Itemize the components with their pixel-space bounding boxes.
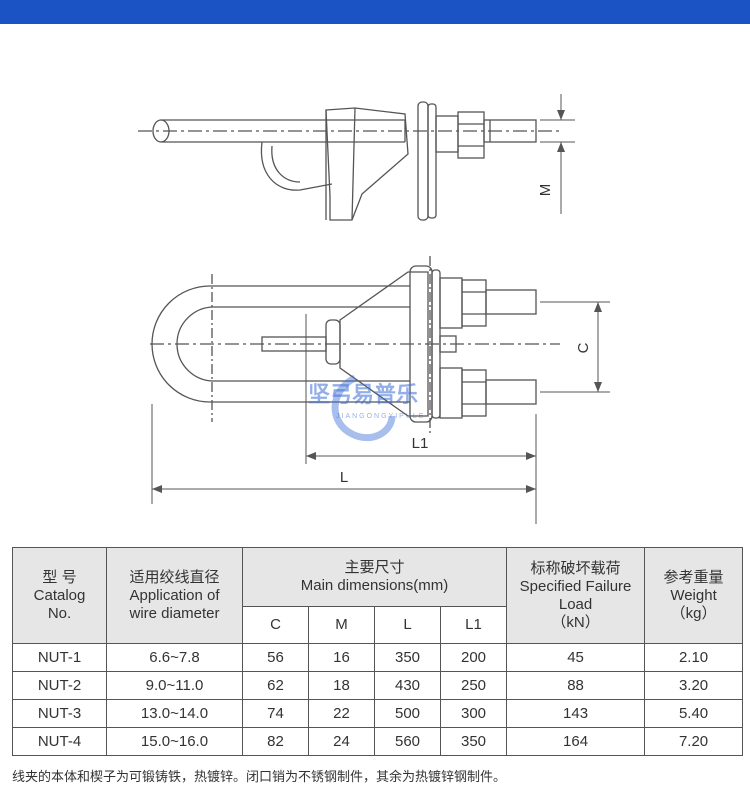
cell-model: NUT-4 — [12, 727, 107, 756]
cell-weight: 3.20 — [644, 671, 744, 700]
watermark-text: 坚弓易普乐 — [308, 382, 418, 407]
cell-c: 74 — [242, 699, 309, 728]
cell-load: 143 — [506, 699, 646, 728]
table-row: NUT-4 15.0~16.0 82 24 560 350 164 7.20 — [12, 727, 744, 756]
spec-table: 型 号 Catalog No. 适用绞线直径 Application of wi… — [12, 547, 744, 756]
plan-view — [150, 256, 610, 524]
header-load: 标称破坏载荷 Specified Failure Load （kN） — [506, 547, 646, 644]
dim-label-m: M — [537, 184, 554, 197]
cell-c: 82 — [242, 727, 309, 756]
table-row: NUT-3 13.0~14.0 74 22 500 300 143 5.40 — [12, 699, 744, 728]
header-diameter: 适用绞线直径 Application of wire diameter — [106, 547, 243, 644]
cell-model: NUT-1 — [12, 643, 107, 672]
cell-weight: 7.20 — [644, 727, 744, 756]
dim-label-l1: L1 — [412, 435, 429, 452]
watermark-subtext: JIANGONGYIPULE — [336, 413, 425, 420]
cell-diameter: 9.0~11.0 — [106, 671, 243, 700]
cell-weight: 2.10 — [644, 643, 744, 672]
cell-l1: 300 — [439, 699, 508, 728]
table-row: NUT-2 9.0~11.0 62 18 430 250 88 3.20 — [12, 671, 744, 700]
header-c: C — [242, 606, 309, 644]
cell-l: 430 — [374, 671, 441, 700]
cell-load: 88 — [506, 671, 646, 700]
cell-load: 164 — [506, 727, 646, 756]
cell-c: 56 — [242, 643, 309, 672]
cell-l1: 250 — [439, 671, 508, 700]
cell-diameter: 15.0~16.0 — [106, 727, 243, 756]
dim-label-l: L — [340, 469, 348, 486]
technical-drawing: 坚弓易普乐 JIANGONGYIPULE M C L1 L — [0, 24, 750, 524]
cell-m: 24 — [308, 727, 375, 756]
cell-diameter: 6.6~7.8 — [106, 643, 243, 672]
cell-c: 62 — [242, 671, 309, 700]
cell-m: 16 — [308, 643, 375, 672]
header-l: L — [374, 606, 441, 644]
table-row: NUT-1 6.6~7.8 56 16 350 200 45 2.10 — [12, 643, 744, 672]
cell-model: NUT-2 — [12, 671, 107, 700]
side-view — [138, 94, 575, 221]
cell-weight: 5.40 — [644, 699, 744, 728]
header-model: 型 号 Catalog No. — [12, 547, 107, 644]
cell-l: 500 — [374, 699, 441, 728]
cell-model: NUT-3 — [12, 699, 107, 728]
header-dimensions: 主要尺寸 Main dimensions(mm) — [241, 547, 508, 607]
cell-l: 560 — [374, 727, 441, 756]
top-banner — [0, 0, 750, 24]
header-l1: L1 — [439, 606, 508, 644]
cell-l: 350 — [374, 643, 441, 672]
cell-diameter: 13.0~14.0 — [106, 699, 243, 728]
cell-l1: 350 — [439, 727, 508, 756]
cell-l1: 200 — [439, 643, 508, 672]
cell-load: 45 — [506, 643, 646, 672]
dim-label-c: C — [575, 342, 592, 353]
cell-m: 22 — [308, 699, 375, 728]
footnote: 线夹的本体和楔子为可锻铸铁，热镀锌。闭口销为不锈钢制件，其余为热镀锌钢制件。 — [12, 770, 507, 785]
watermark-logo: 坚弓易普乐 JIANGONGYIPULE — [308, 374, 425, 442]
header-m: M — [308, 606, 375, 644]
cell-m: 18 — [308, 671, 375, 700]
header-weight: 参考重量 Weight （kg） — [644, 547, 744, 644]
